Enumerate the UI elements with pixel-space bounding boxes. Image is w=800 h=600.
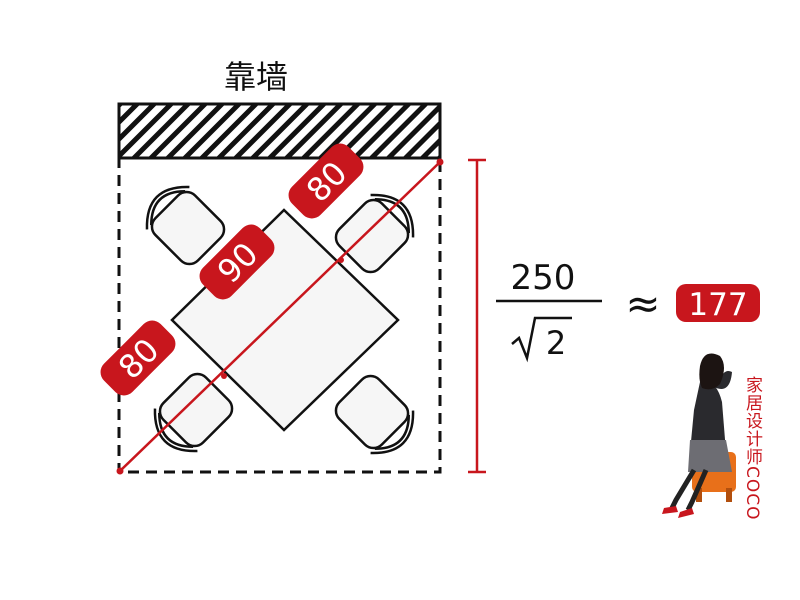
watermark-text: 家居设计师COCO — [742, 376, 762, 521]
formula-radicand: 2 — [546, 324, 566, 362]
chair-top-right — [334, 193, 415, 274]
badge-lower: 80 — [100, 320, 176, 396]
wall-label: 靠墙 — [224, 58, 288, 96]
chair-bottom-left — [153, 372, 234, 453]
diagonal-tick — [338, 257, 344, 263]
side-dimension — [468, 158, 486, 474]
formula-numerator: 250 — [511, 258, 576, 298]
designer-illustration-icon — [662, 353, 736, 518]
diagonal-dimension-line — [119, 161, 441, 472]
diagonal-endpoint — [436, 158, 444, 166]
approx-symbol: ≈ — [625, 279, 660, 328]
formula: 250 2 ≈ 177 — [496, 258, 760, 363]
chair-bottom-right — [334, 374, 415, 455]
chair-top-left — [145, 185, 226, 266]
result-text: 177 — [688, 287, 747, 323]
result-badge — [676, 284, 760, 322]
wall-hatch — [117, 102, 442, 160]
sqrt-sign — [511, 316, 572, 363]
diagonal-tick — [221, 373, 227, 379]
diagonal-endpoint — [116, 467, 124, 475]
room-boundary — [117, 156, 442, 474]
